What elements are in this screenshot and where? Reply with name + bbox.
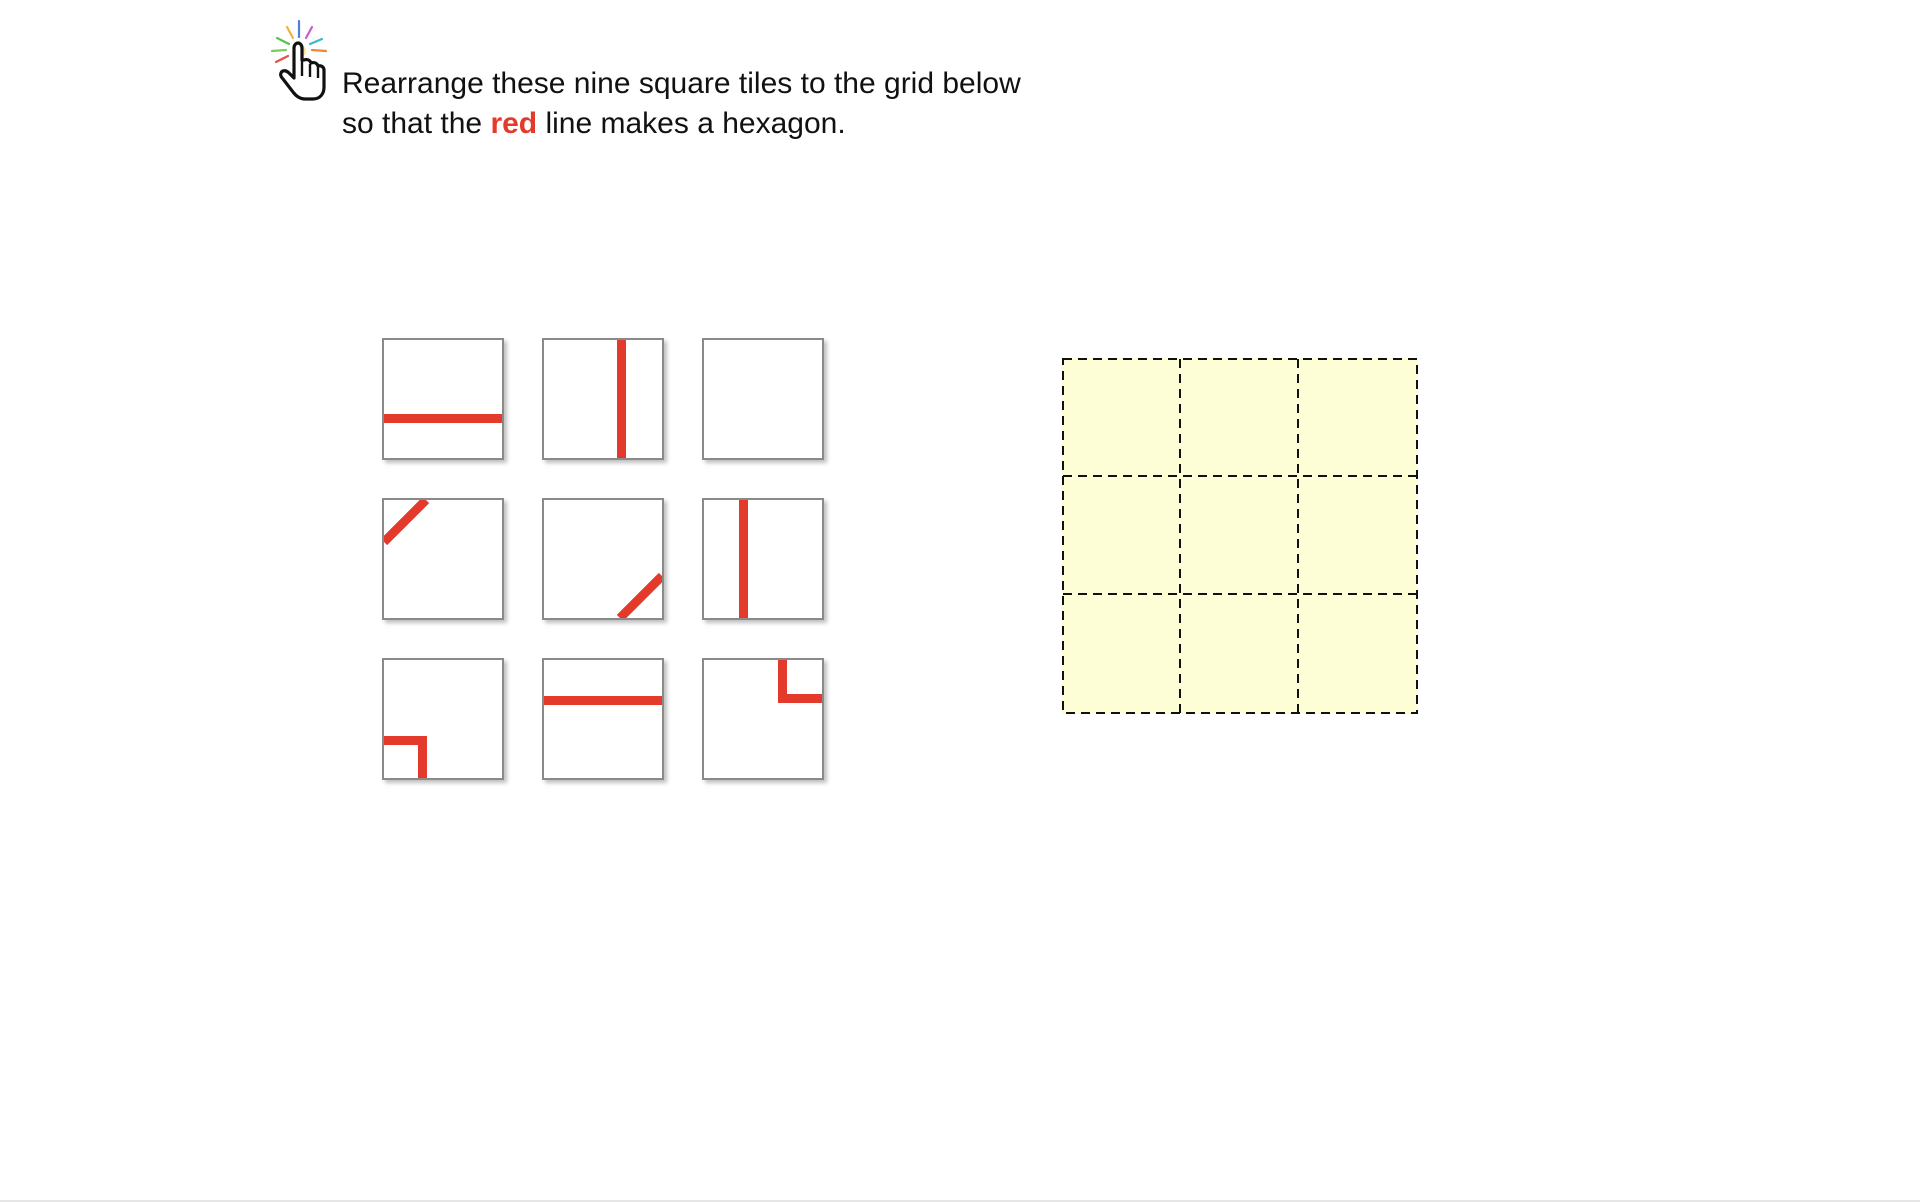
instruction-text: Rearrange these nine square tiles to the… [342,64,1021,144]
red-line-segment [384,500,430,546]
instruction-line-2-end: line makes a hexagon. [537,107,846,140]
red-line-segment [384,414,502,423]
red-line-segment [384,736,427,778]
tile-pattern-horizontal-line-lower [384,414,502,423]
pointing-hand-cursor-icon [270,19,328,101]
grid-dashed-lines [1062,358,1418,714]
instruction-red-word: red [490,107,538,140]
red-line-segment [617,340,626,458]
tile-pattern-vertical-line-left [739,500,748,618]
tile-pattern-horizontal-line-upper [544,696,662,705]
tile-pattern-corner-bottom-left [384,736,427,778]
tile-2[interactable] [542,338,664,460]
tile-9[interactable] [702,658,824,780]
tile-pattern-diagonal-top-left-corner [384,500,430,546]
tile-7[interactable] [382,658,504,780]
target-grid [1062,358,1418,714]
tile-pattern-corner-top-right [778,660,822,703]
instruction-line-2: so that the red line makes a hexagon. [342,104,1021,144]
tile-4[interactable] [382,498,504,620]
instruction-line-1: Rearrange these nine square tiles to the… [342,67,1021,100]
instruction: Rearrange these nine square tiles to the… [265,18,1021,144]
tile-pattern-diagonal-bottom-right-corner [616,572,662,618]
tile-3[interactable] [702,338,824,460]
tile-6[interactable] [702,498,824,620]
red-line-segment [616,572,662,618]
red-line-segment [544,696,662,705]
tile-8[interactable] [542,658,664,780]
tile-pattern-blank [704,340,822,458]
tile-1[interactable] [382,338,504,460]
red-line-segment [739,500,748,618]
red-line-segment [778,660,822,703]
tile-5[interactable] [542,498,664,620]
instruction-line-2-start: so that the [342,107,491,140]
tile-pattern-vertical-line-right [617,340,626,458]
